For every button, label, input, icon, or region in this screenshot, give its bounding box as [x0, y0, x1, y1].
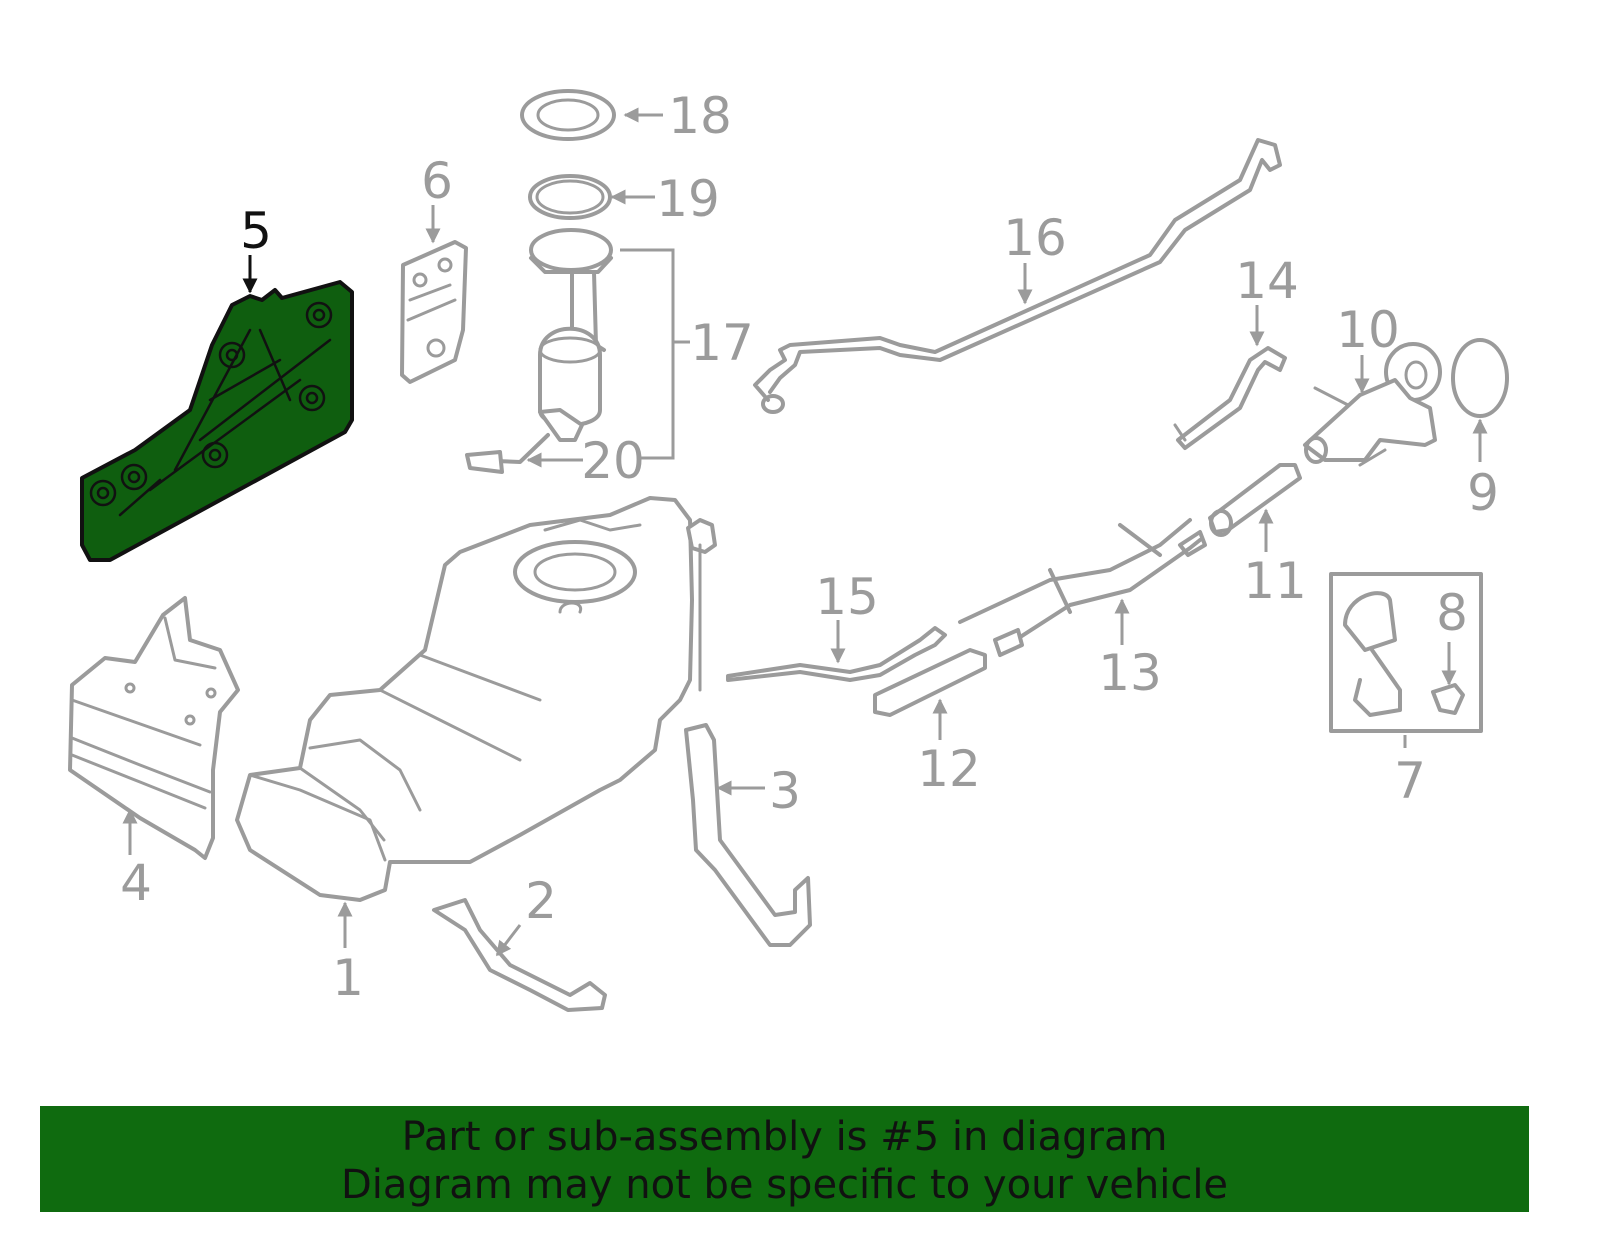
- part-10-filler-neck[interactable]: [1303, 342, 1442, 467]
- callout-5[interactable]: 5: [240, 202, 272, 260]
- part-2-strap[interactable]: [432, 898, 607, 1012]
- callout-7[interactable]: 7: [1394, 752, 1426, 810]
- part-18-lock-ring[interactable]: [520, 89, 616, 141]
- part-3-strap[interactable]: [684, 723, 812, 947]
- callout-6[interactable]: 6: [421, 152, 453, 210]
- callout-11[interactable]: 11: [1243, 552, 1307, 610]
- callout-15[interactable]: 15: [815, 568, 879, 626]
- banner-line-2: Diagram may not be specific to your vehi…: [340, 1162, 1229, 1208]
- part-17-fuel-pump[interactable]: [465, 228, 613, 474]
- callout-8[interactable]: 8: [1436, 584, 1468, 642]
- callout-16[interactable]: 16: [1003, 209, 1067, 267]
- banner-line-1: Part or sub-assembly is #5 in diagram: [401, 1114, 1168, 1160]
- callout-12[interactable]: 12: [917, 740, 981, 798]
- callout-10[interactable]: 10: [1336, 301, 1400, 359]
- part-14-vent-line[interactable]: [1173, 346, 1287, 450]
- part-7-cap-assembly[interactable]: [1329, 572, 1483, 733]
- part-4-guard[interactable]: [68, 596, 240, 860]
- callout-19[interactable]: 19: [656, 170, 720, 228]
- part-13-filler-tube[interactable]: [958, 518, 1207, 657]
- callout-14[interactable]: 14: [1235, 252, 1299, 310]
- callout-labels: 5 6 18 19 17 20 16 14 10 9 11 8 7 13 15 …: [120, 87, 1499, 1007]
- callout-18[interactable]: 18: [668, 87, 732, 145]
- part-1-fuel-tank[interactable]: [235, 496, 717, 902]
- leader-lines: [122, 107, 1488, 957]
- callout-20[interactable]: 20: [581, 432, 645, 490]
- part-9-gasket[interactable]: [1451, 338, 1509, 418]
- part-19-seal[interactable]: [528, 174, 612, 220]
- callout-1[interactable]: 1: [332, 949, 364, 1007]
- part-12-hose[interactable]: [873, 648, 987, 717]
- part-16-vent-tube[interactable]: [753, 138, 1282, 414]
- info-banner: Part or sub-assembly is #5 in diagram Di…: [40, 1106, 1529, 1212]
- callout-9[interactable]: 9: [1467, 464, 1499, 522]
- part-6-bracket[interactable]: [400, 240, 468, 384]
- part-11-hose[interactable]: [1208, 463, 1302, 537]
- part-5-heat-shield[interactable]: [80, 280, 354, 562]
- callout-3[interactable]: 3: [769, 762, 801, 820]
- callout-2[interactable]: 2: [525, 872, 557, 930]
- callout-17[interactable]: 17: [690, 314, 754, 372]
- part-15-vent-hose[interactable]: [726, 626, 947, 682]
- callout-4[interactable]: 4: [120, 854, 152, 912]
- part-8-clip[interactable]: [1431, 683, 1465, 715]
- callout-13[interactable]: 13: [1098, 644, 1162, 702]
